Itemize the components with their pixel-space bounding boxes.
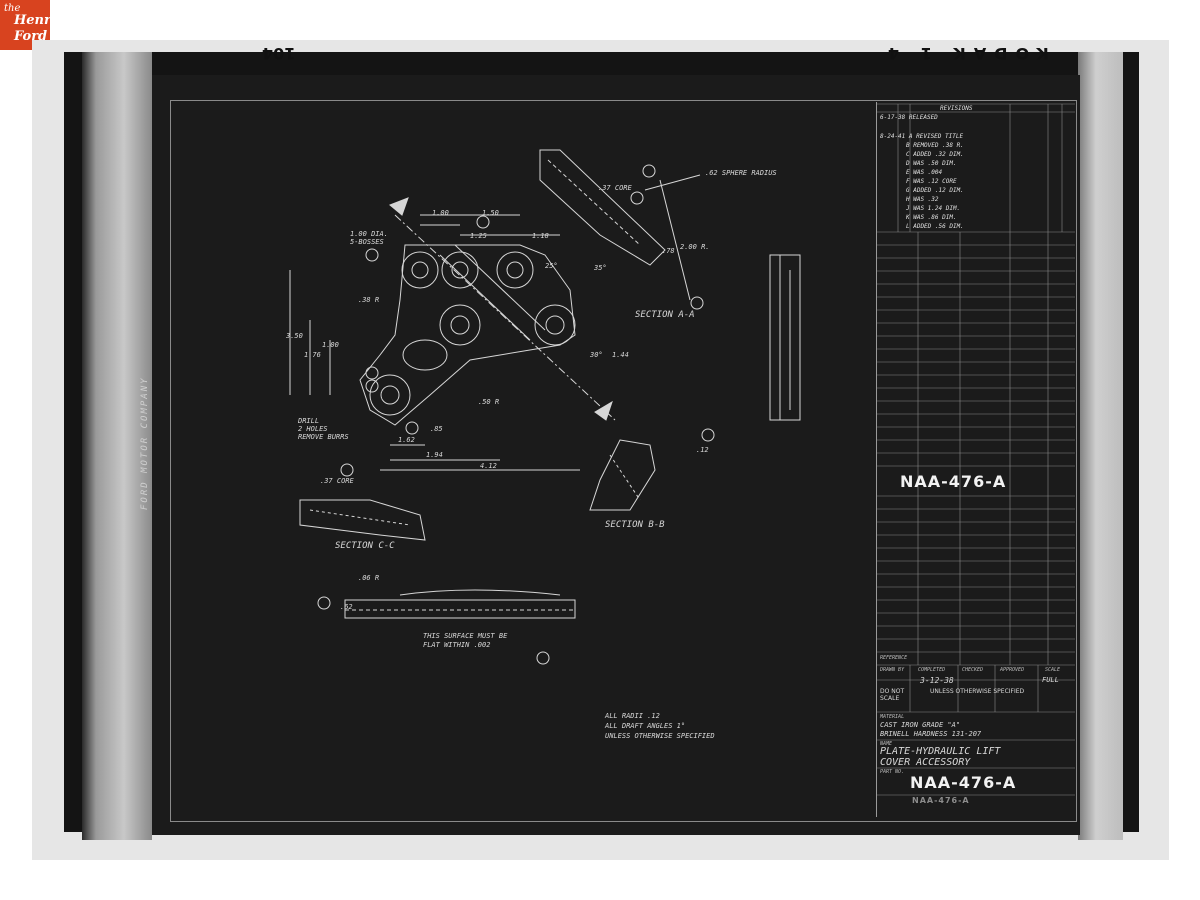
part-number-faint: NAA-476-A bbox=[912, 796, 970, 805]
note-drill-1: DRILL bbox=[298, 417, 320, 425]
drawn-by-label: DRAWN BY bbox=[880, 667, 905, 673]
angle-25: 25° bbox=[545, 262, 558, 270]
dim-78: .78 bbox=[662, 247, 675, 255]
section-aa-label: SECTION A-A bbox=[635, 310, 695, 320]
dim-85: .85 bbox=[430, 425, 443, 433]
dim-38r: .38 R bbox=[358, 296, 380, 304]
note-unless: UNLESS OTHERWISE SPECIFIED bbox=[605, 732, 715, 740]
title-block bbox=[876, 102, 1075, 817]
revision-row: B REMOVED .38 R. bbox=[906, 142, 964, 149]
revision-row: L ADDED .56 DIM. bbox=[906, 223, 964, 230]
note-bosses-2: 5-BOSSES bbox=[350, 238, 384, 246]
dim-06r: .06 R bbox=[358, 574, 380, 582]
dim-1-18: 1.18 bbox=[532, 232, 549, 240]
henry-ford-logo: the Henry Ford bbox=[0, 0, 58, 50]
note-drill-3: REMOVE BURRS bbox=[298, 433, 349, 441]
note-core-f: .37 CORE bbox=[598, 184, 632, 192]
completed-label: COMPLETED bbox=[918, 667, 946, 673]
drawing-sheet bbox=[152, 75, 1080, 835]
film-tape-right bbox=[1078, 52, 1123, 840]
dim-50r: .50 R bbox=[478, 398, 500, 406]
note-flat-2: FLAT WITHIN .002 bbox=[423, 641, 491, 649]
angle-35: 35° bbox=[594, 264, 607, 272]
checked-label: CHECKED bbox=[962, 667, 984, 673]
part-no-label: PART NO. bbox=[880, 769, 905, 775]
title-line1: PLATE-HYDRAULIC LIFT bbox=[880, 746, 1001, 757]
revision-row: D WAS .50 DIM. bbox=[906, 160, 957, 167]
note-sphere: .62 SPHERE RADIUS bbox=[705, 169, 777, 177]
material-line2: BRINELL HARDNESS 131-207 bbox=[880, 730, 982, 738]
completed-date: 3-12-38 bbox=[920, 676, 954, 685]
dim-1-94: 1.94 bbox=[426, 451, 443, 459]
note-flat-1: THIS SURFACE MUST BE bbox=[423, 632, 508, 640]
logo-henry: Henry bbox=[14, 13, 59, 28]
name-label: NAME bbox=[880, 741, 893, 747]
revision-row: G ADDED .12 DIM. bbox=[906, 187, 964, 194]
section-cc-label: SECTION C-C bbox=[335, 541, 395, 551]
do-not-scale: DO NOT SCALE bbox=[880, 688, 905, 702]
note-draft: ALL DRAFT ANGLES 1° bbox=[605, 722, 686, 730]
revision-row: 8-24-41 A REVISED TITLE bbox=[880, 133, 964, 140]
dim-3-50: 3.50 bbox=[286, 332, 303, 340]
note-radii: ALL RADII .12 bbox=[605, 712, 660, 720]
material-label: MATERIAL bbox=[880, 714, 905, 720]
unless-specified: UNLESS OTHERWISE SPECIFIED bbox=[930, 688, 1025, 695]
dim-1-00: 1.00 bbox=[432, 209, 449, 217]
section-bb-label: SECTION B-B bbox=[605, 520, 665, 530]
dim-1-00b: 1.00 bbox=[322, 341, 339, 349]
note-drill-2: 2 HOLES bbox=[298, 425, 328, 433]
revision-row: E WAS .004 bbox=[906, 169, 943, 176]
dim-4-12: 4.12 bbox=[480, 462, 497, 470]
logo-the: the bbox=[4, 3, 21, 14]
title-line2: COVER ACCESSORY bbox=[880, 757, 971, 768]
dim-1-50: 1.50 bbox=[482, 209, 499, 217]
dim-12: .12 bbox=[696, 446, 709, 454]
scale-label: SCALE bbox=[1045, 667, 1061, 673]
part-number-middle: NAA-476-A bbox=[900, 472, 1007, 491]
revision-row: H WAS .32 bbox=[906, 196, 939, 203]
material-line1: CAST IRON GRADE "A" bbox=[880, 721, 961, 729]
note-bosses-1: 1.00 DIA. bbox=[350, 230, 388, 238]
reference-label: REFERENCE bbox=[880, 655, 908, 661]
scale-value: FULL bbox=[1042, 676, 1059, 684]
revision-row: K WAS .86 DIM. bbox=[906, 214, 957, 221]
dim-1-25: 1.25 bbox=[470, 232, 487, 240]
note-core-cc: .37 CORE bbox=[320, 477, 354, 485]
dim-62: .62 bbox=[340, 603, 353, 611]
revision-row: 6-17-38 RELEASED bbox=[880, 114, 938, 121]
dim-1-76: 1.76 bbox=[304, 351, 321, 359]
drawing-border bbox=[170, 100, 1077, 822]
revision-row: J WAS 1.24 DIM. bbox=[906, 205, 961, 212]
dim-1-44: 1.44 bbox=[612, 351, 629, 359]
film-tape-left bbox=[82, 52, 152, 840]
revisions-header: REVISIONS bbox=[940, 105, 973, 112]
dim-2-00r: 2.00 R. bbox=[680, 243, 710, 251]
approved-label: APPROVED bbox=[1000, 667, 1025, 673]
dim-1-62: 1.62 bbox=[398, 436, 415, 444]
revision-row: F WAS .12 CORE bbox=[906, 178, 957, 185]
part-number-title-block: NAA-476-A bbox=[910, 773, 1017, 792]
angle-30: 30° bbox=[590, 351, 603, 359]
revision-row: C ADDED .32 DIM. bbox=[906, 151, 964, 158]
